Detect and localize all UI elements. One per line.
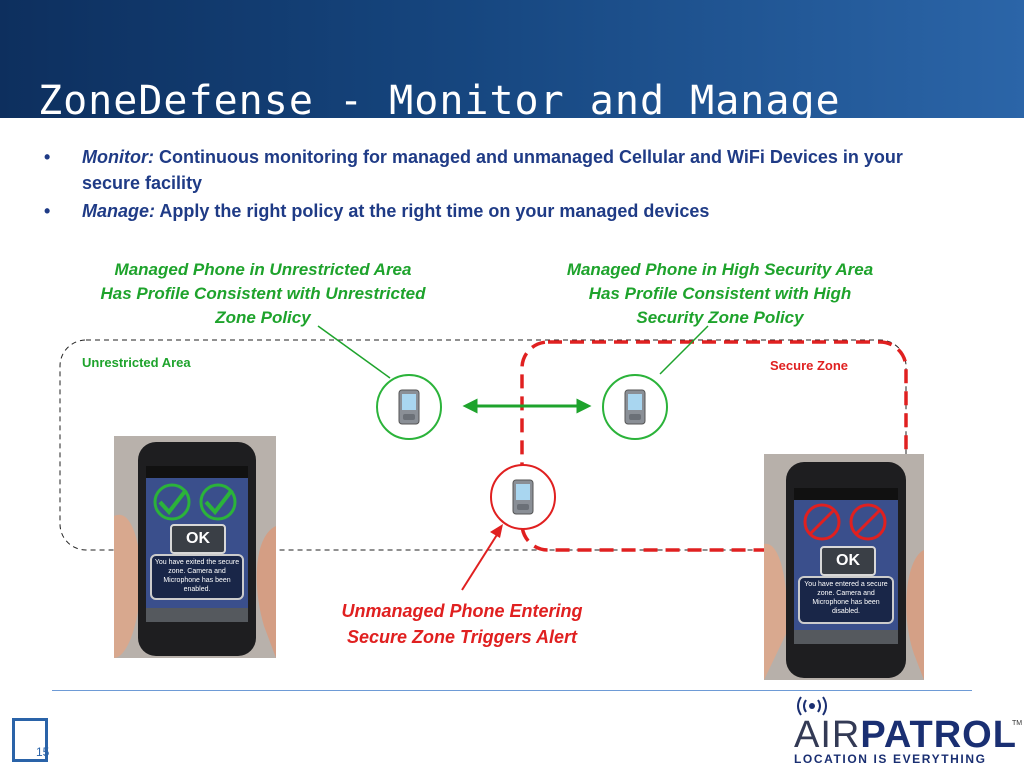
photo-phone-unrestricted: OK You have exited the secure zone. Came…: [114, 436, 276, 658]
callout-unmanaged: Unmanaged Phone Entering Secure Zone Tri…: [341, 601, 583, 647]
secure-zone-label: Secure Zone: [770, 358, 849, 373]
bullet-term: Manage:: [82, 201, 156, 221]
hand-phone-illustration: [114, 436, 276, 658]
unmanaged-phone: [490, 464, 556, 530]
bullet-dot: •: [44, 201, 51, 221]
bullet-manage: • Manage: Apply the right policy at the …: [44, 198, 924, 224]
signal-icon: [797, 696, 827, 716]
logo-trademark: TM: [1012, 720, 1023, 727]
callout-unrestricted: Managed Phone in Unrestricted Area Has P…: [100, 260, 426, 327]
alert-arrow-head: [490, 524, 503, 538]
logo-air: AIR: [794, 714, 861, 756]
logo-patrol: PATROL: [860, 714, 1017, 756]
managed-phone-unrestricted: [376, 374, 442, 440]
ok-button-right: OK: [820, 546, 876, 576]
airpatrol-logo: AIRPATROL TM LOCATION IS EVERYTHING: [790, 694, 1022, 766]
logo-wordmark: AIRPATROL: [794, 714, 1017, 757]
ok-button-left: OK: [170, 524, 226, 554]
unrestricted-area-label: Unrestricted Area: [82, 355, 191, 370]
bullet-monitor: • Monitor: Continuous monitoring for man…: [44, 144, 924, 196]
photo-phone-secure: OK You have entered a secure zone. Camer…: [764, 454, 924, 680]
pointer-unrestricted: [317, 325, 391, 379]
slide-title: ZoneDefense - Monitor and Manage: [38, 78, 841, 118]
callout-secure: Managed Phone in High Security Area Has …: [566, 260, 874, 327]
alert-arrow-shaft: [461, 529, 501, 591]
bullet-text: Continuous monitoring for managed and un…: [82, 147, 903, 193]
bullet-list: • Monitor: Continuous monitoring for man…: [44, 144, 924, 224]
pointer-secure: [659, 325, 709, 375]
managed-phone-secure: [602, 374, 668, 440]
phone-icon: [624, 389, 646, 425]
logo-tagline: LOCATION IS EVERYTHING: [794, 752, 987, 766]
status-message-left: You have exited the secure zone. Camera …: [150, 554, 244, 600]
bullet-dot: •: [44, 147, 51, 167]
page-number-frame: [12, 718, 48, 762]
status-message-right: You have entered a secure zone. Camera a…: [798, 576, 894, 624]
phone-icon: [512, 479, 534, 515]
page-number: 15: [36, 745, 50, 759]
phone-icon: [398, 389, 420, 425]
bullet-text: Apply the right policy at the right time…: [155, 201, 710, 221]
header-banner: ZoneDefense - Monitor and Manage: [0, 0, 1024, 118]
secure-zone-boundary: [520, 340, 908, 552]
footer-rule: [52, 690, 972, 691]
bullet-term: Monitor:: [82, 147, 154, 167]
